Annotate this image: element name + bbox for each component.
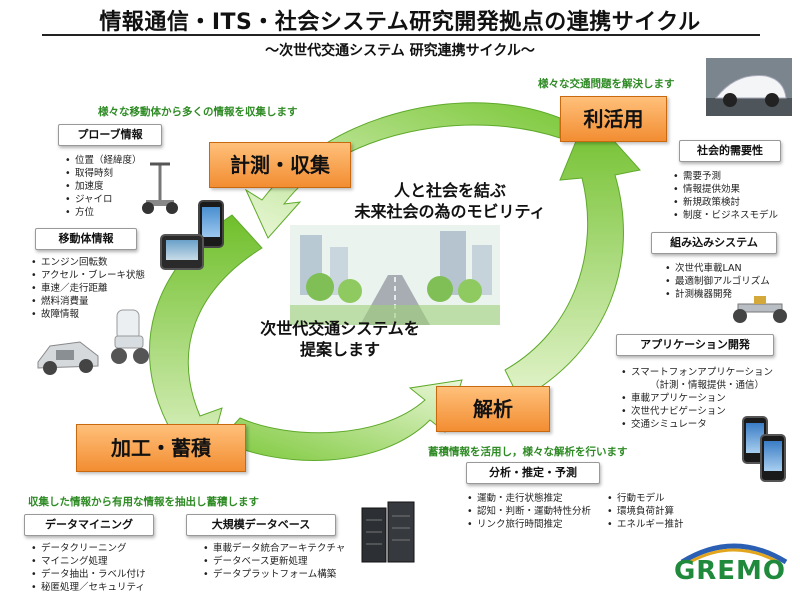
page-subtitle: 〜次世代交通システム 研究連携サイクル〜: [265, 43, 535, 59]
concept-car-image: [706, 58, 792, 116]
list-item: 需要予測: [672, 170, 778, 183]
list-item: 位置（経緯度）: [64, 154, 142, 167]
caption-collect: 様々な移動体から多くの情報を収集します: [98, 106, 298, 118]
car-navigation-image: [160, 234, 204, 270]
list-item: ジャイロ: [64, 193, 142, 206]
list-item: 車速／走行距離: [30, 282, 145, 295]
category-analysis-title: 分析・推定・予測: [466, 462, 600, 484]
list-item: 最適制御アルゴリズム: [664, 275, 770, 288]
list-item: 情報提供効果: [672, 183, 778, 196]
list-item: 制度・ビジネスモデル: [672, 209, 778, 222]
list-item: データベース更新処理: [202, 555, 345, 568]
gremo-logo-arc: [680, 543, 788, 564]
list-item: 環境負荷計算: [606, 505, 684, 518]
center-bottom-line1: 次世代交通システムを: [260, 319, 420, 338]
list-item: 新規政策検討: [672, 196, 778, 209]
list-item: 運動・走行状態推定: [466, 492, 591, 505]
list-item: エンジン回転数: [30, 256, 145, 269]
list-item: 行動モデル: [606, 492, 684, 505]
category-app-title: アプリケーション開発: [616, 334, 774, 356]
caption-solve: 様々な交通問題を解決します: [538, 78, 675, 90]
category-mining-title: データマイニング: [24, 514, 154, 536]
category-database-list: 車載データ統合アーキテクチャ データベース更新処理 データプラットフォーム構築: [202, 542, 345, 581]
center-bottom-line2: 提案します: [299, 340, 380, 359]
category-database-title: 大規模データベース: [186, 514, 336, 536]
list-item: 車載アプリケーション: [620, 392, 773, 405]
category-vehicle-list: エンジン回転数 アクセル・ブレーキ状態 車速／走行距離 燃料消費量 故障情報: [30, 256, 145, 321]
center-top-line1: 人と社会を結ぶ: [393, 181, 506, 200]
list-item: 燃料消費量: [30, 295, 145, 308]
list-item: 次世代ナビゲーション: [620, 405, 773, 418]
caption-extract: 収集した情報から有用な情報を抽出し蓄積します: [28, 496, 259, 508]
category-social-title: 社会的需要性: [679, 140, 781, 162]
list-item: 車載データ統合アーキテクチャ: [202, 542, 345, 555]
category-mining-list: データクリーニング マイニング処理 データ抽出・ラベル付け 秘匿処理／セキュリテ…: [30, 542, 146, 594]
list-item: （計測・情報提供・通信）: [650, 380, 765, 391]
chassis-frame-image: [733, 296, 787, 323]
list-item: データクリーニング: [30, 542, 146, 555]
category-embedded-list: 次世代車載LAN 最適制御アルゴリズム 計測機器開発: [664, 262, 770, 301]
server-rack-image: [361, 501, 415, 563]
stage-utilize: 利活用: [560, 96, 667, 142]
category-embedded-title: 組み込みシステム: [651, 232, 777, 254]
car-chassis-image: [37, 341, 99, 375]
stage-process: 加工・蓄積: [76, 424, 246, 472]
smartphone-image: [760, 434, 786, 482]
list-item: 秘匿処理／セキュリティ: [30, 581, 146, 594]
title-underline: [42, 34, 760, 36]
list-item: 加速度: [64, 180, 142, 193]
arrow-bottom: [219, 379, 463, 461]
center-top-text: 人と社会を結ぶ 未来社会の為のモビリティ: [320, 180, 580, 222]
stage-analyze: 解析: [436, 386, 550, 432]
list-item: アクセル・ブレーキ状態: [30, 269, 145, 282]
category-analysis-list-right: 行動モデル 環境負荷計算 エネルギー推計: [606, 492, 684, 531]
list-item: 計測機器開発: [664, 288, 770, 301]
category-social-list: 需要予測 情報提供効果 新規政策検討 制度・ビジネスモデル: [672, 170, 778, 222]
list-item: 交通シミュレータ: [620, 418, 773, 431]
arrow-right: [504, 111, 641, 401]
list-item: データプラットフォーム構築: [202, 568, 345, 581]
list-item: 認知・判断・運動特性分析: [466, 505, 591, 518]
gremo-logo: GREMO: [673, 556, 787, 586]
stage-measure: 計測・収集: [209, 142, 351, 188]
category-vehicle-title: 移動体情報: [35, 228, 137, 250]
category-probe-title: プローブ情報: [58, 124, 162, 146]
segway-icon: [142, 162, 178, 214]
center-bottom-text: 次世代交通システムを 提案します: [230, 318, 450, 360]
center-top-line2: 未来社会の為のモビリティ: [354, 202, 546, 221]
list-item: リンク旅行時間推定: [466, 518, 591, 531]
list-item: データ抽出・ラベル付け: [30, 568, 146, 581]
list-item: 次世代車載LAN: [664, 262, 770, 275]
category-app-list: スマートフォンアプリケーション （計測・情報提供・通信） 車載アプリケーション …: [620, 366, 773, 431]
list-item: マイニング処理: [30, 555, 146, 568]
city-illustration: [290, 225, 500, 325]
page-title: 情報通信・ITS・社会システム研究開発拠点の連携サイクル: [99, 10, 701, 35]
category-analysis-list-left: 運動・走行状態推定 認知・判断・運動特性分析 リンク旅行時間推定: [466, 492, 591, 531]
mobility-chair-image: [111, 309, 149, 364]
caption-analyze: 蓄積情報を活用し，様々な解析を行います: [428, 446, 628, 458]
list-item: 故障情報: [30, 308, 145, 321]
list-item: スマートフォンアプリケーション: [620, 366, 773, 379]
list-item: 方位: [64, 206, 142, 219]
category-probe-list: 位置（経緯度） 取得時刻 加速度 ジャイロ 方位: [64, 154, 142, 219]
list-item: 取得時刻: [64, 167, 142, 180]
list-item: エネルギー推計: [606, 518, 684, 531]
